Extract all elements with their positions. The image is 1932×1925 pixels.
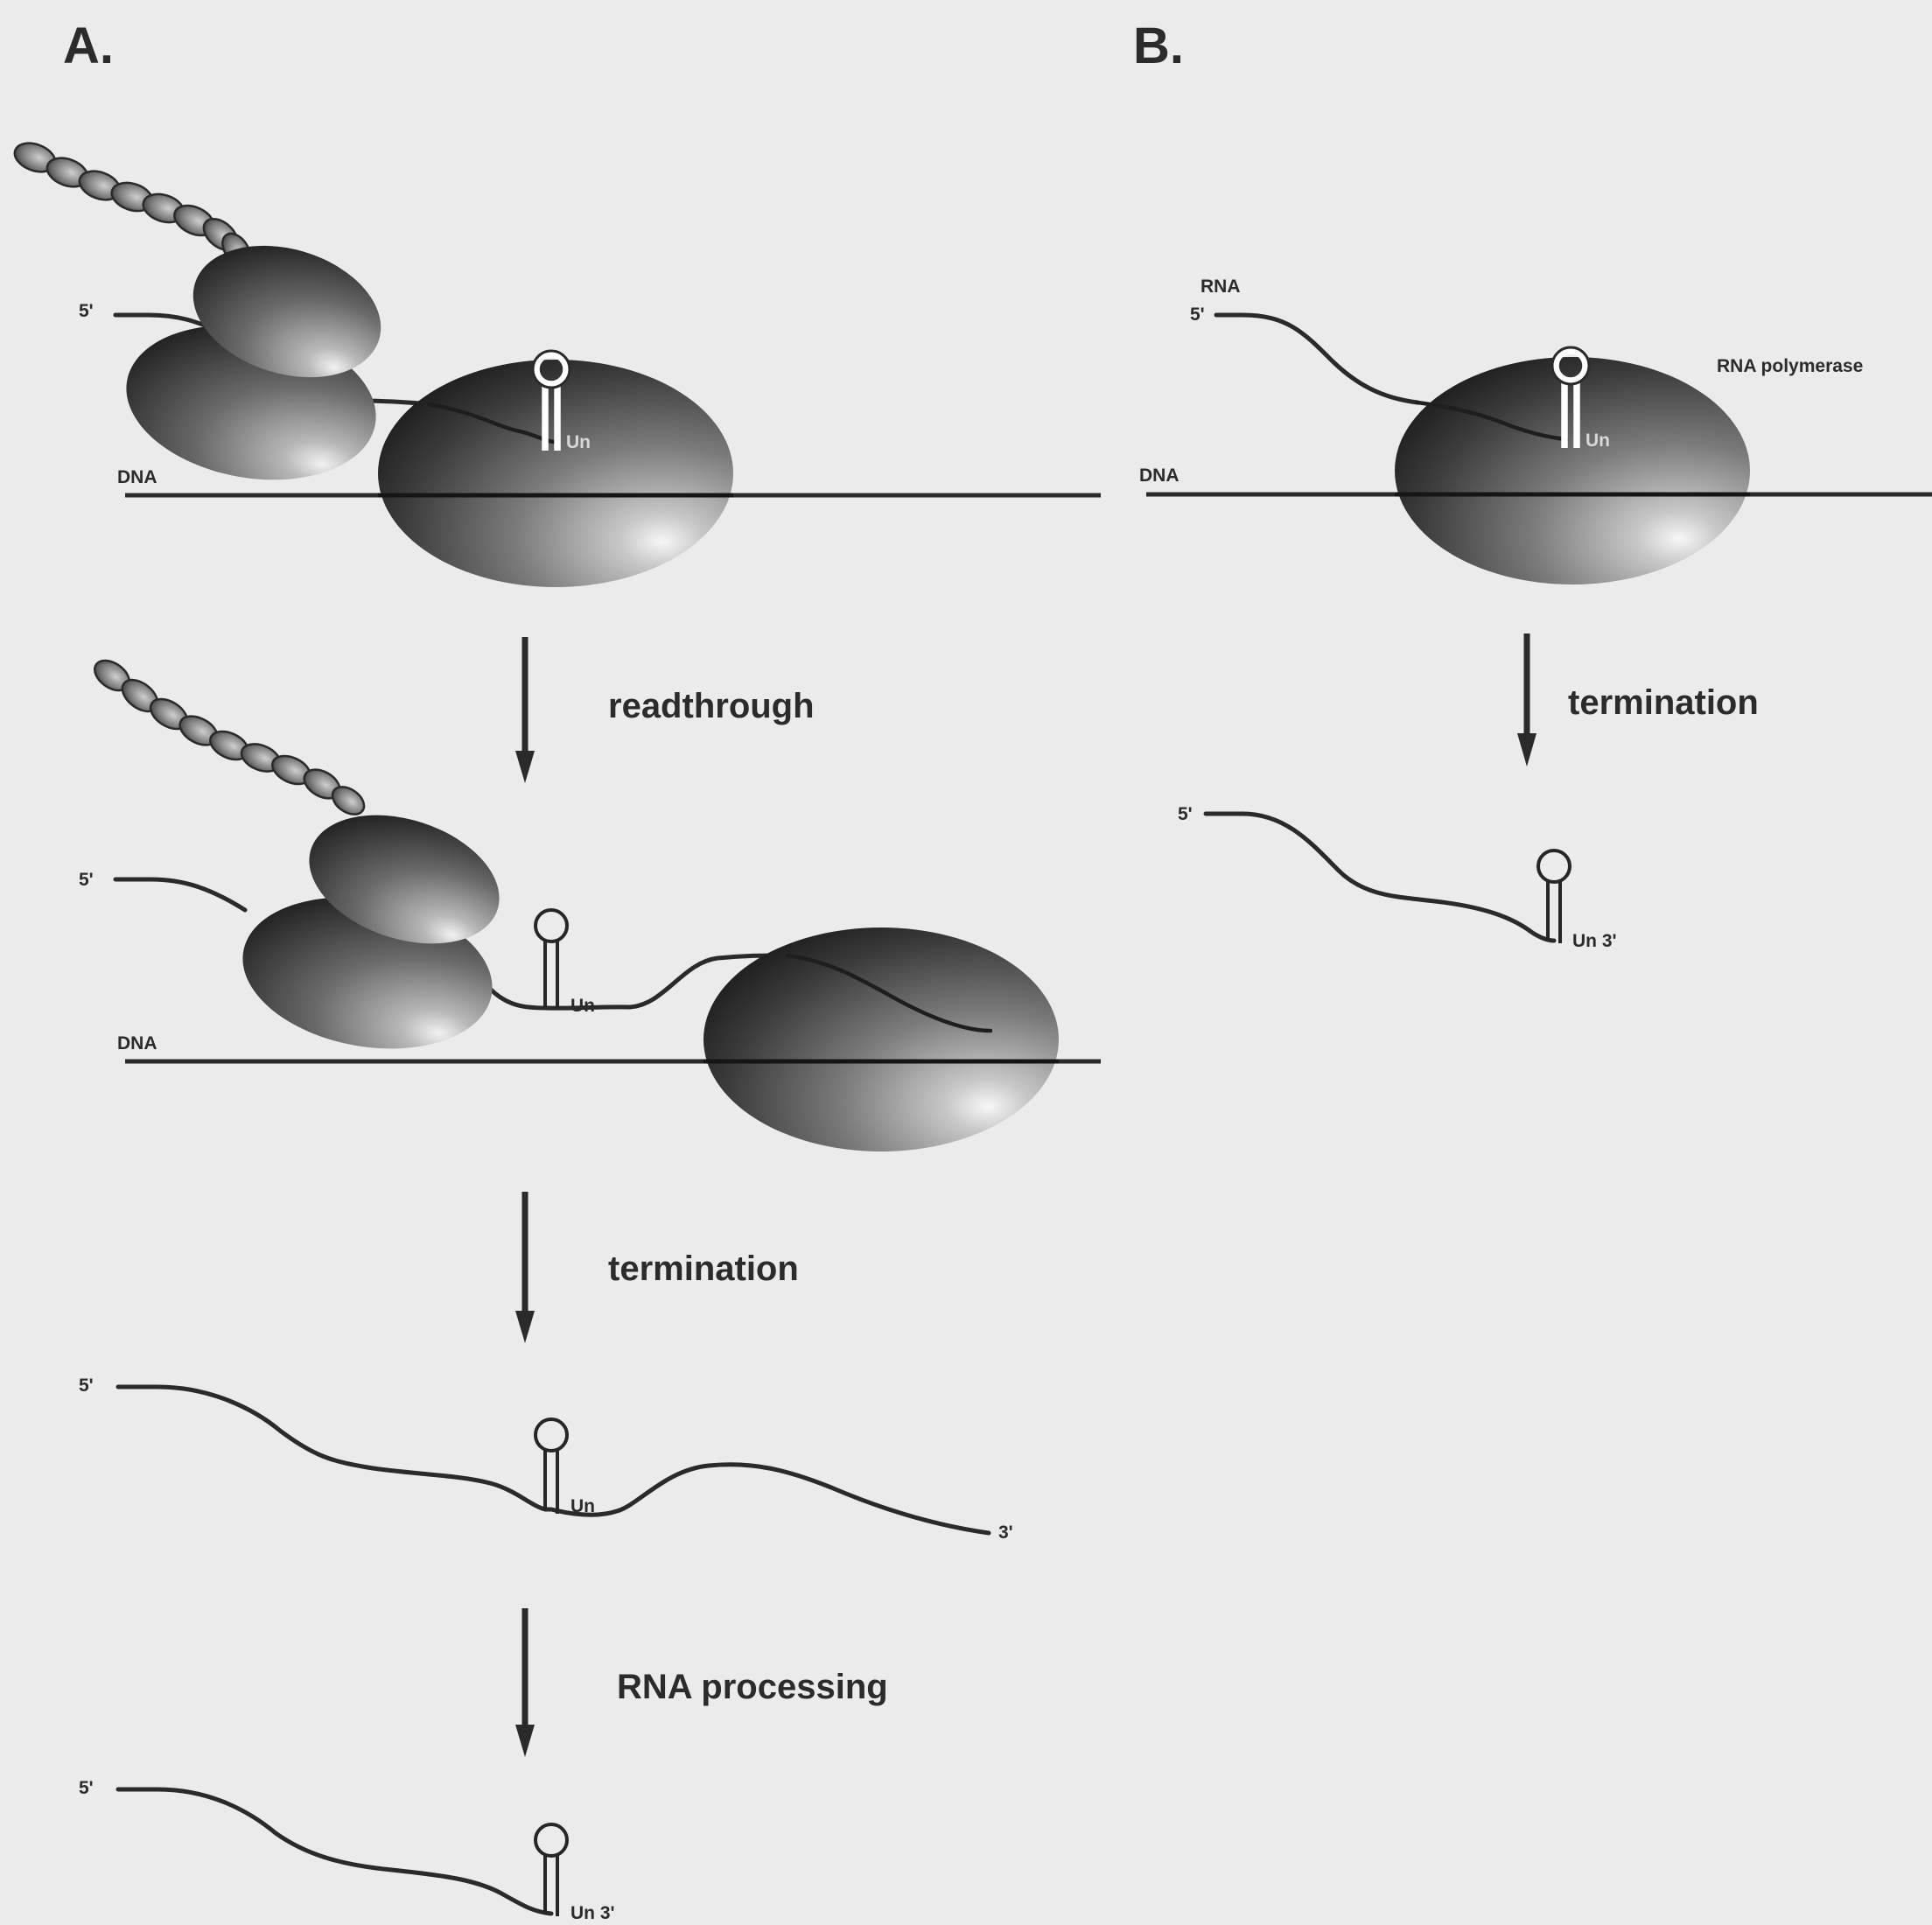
rna-transcript-a4 — [118, 1789, 551, 1914]
five-prime-label-a4: 5' — [79, 1778, 94, 1798]
stage-b1: RNA 5' RNA polymerase DNA Un — [1139, 276, 1932, 584]
peptide-chain-a1 — [10, 138, 256, 270]
un-label-a1: Un — [566, 432, 591, 452]
un-label-a3: Un — [570, 1496, 595, 1516]
three-prime-label-a3: 3' — [998, 1522, 1013, 1543]
rna-strand-a2-left — [116, 879, 245, 910]
step-label-termination-a: termination — [608, 1250, 799, 1288]
stage-b2: 5' Un 3' — [1178, 804, 1617, 951]
step-label-rna-processing: RNA processing — [617, 1668, 888, 1706]
termination-arrow-a — [515, 1192, 535, 1343]
un-3prime-label-b2: Un 3' — [1572, 931, 1617, 951]
five-prime-label-a1: 5' — [79, 301, 94, 321]
rna-polymerase-a2 — [704, 928, 1059, 1152]
peptide-chain-a2 — [89, 654, 369, 820]
step-label-readthrough: readthrough — [608, 687, 815, 725]
panel-b: B. RNA 5' RNA polymerase DNA Un ter — [1133, 18, 1932, 951]
panel-b-label: B. — [1133, 18, 1184, 74]
rna-transcript-a3 — [118, 1387, 989, 1533]
rna-processing-arrow — [515, 1608, 535, 1757]
hairpin-a4 — [536, 1824, 567, 1916]
readthrough-arrow — [515, 637, 535, 783]
five-prime-label-a2: 5' — [79, 870, 94, 890]
un-label-a2: Un — [570, 996, 595, 1016]
stage-a1: 5' DNA Un — [10, 138, 1101, 587]
dna-label-b1: DNA — [1139, 466, 1180, 486]
stage-a2: 5' Un DNA — [79, 654, 1101, 1152]
stage-a3: 5' Un 3' — [79, 1376, 1013, 1543]
dna-label-a2: DNA — [117, 1033, 158, 1054]
hairpin-a2 — [536, 910, 567, 1008]
panel-a: A. 5' DNA — [10, 18, 1101, 1923]
termination-arrow-b — [1517, 634, 1536, 766]
un-label-b1: Un — [1586, 430, 1610, 451]
rna-strand-b1 — [1216, 315, 1418, 402]
rna-polymerase-label: RNA polymerase — [1717, 356, 1863, 376]
five-prime-label-a3: 5' — [79, 1376, 94, 1396]
rna-polymerase-b1 — [1395, 357, 1750, 584]
hairpin-b2 — [1538, 850, 1570, 943]
rna-transcript-b2 — [1206, 814, 1554, 941]
five-prime-label-b1: 5' — [1190, 304, 1205, 325]
panel-a-label: A. — [63, 18, 114, 74]
stage-a4: 5' Un 3' — [79, 1778, 615, 1923]
step-label-termination-b: termination — [1568, 683, 1759, 722]
rna-label-b1: RNA — [1200, 276, 1241, 297]
five-prime-label-b2: 5' — [1178, 804, 1193, 824]
dna-label-a1: DNA — [117, 467, 158, 487]
un-3prime-label-a4: Un 3' — [570, 1903, 615, 1923]
hairpin-a3 — [536, 1419, 567, 1514]
